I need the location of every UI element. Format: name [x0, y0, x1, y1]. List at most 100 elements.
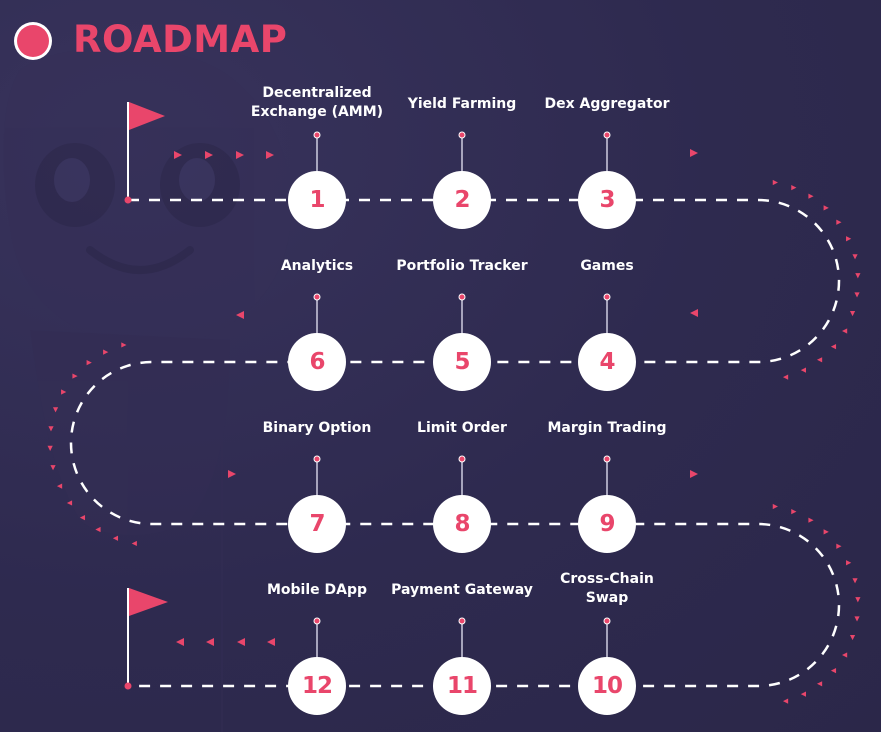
- arrow-dot: [854, 292, 860, 298]
- arrow-dot: [237, 638, 245, 646]
- arrow-dot: [72, 373, 78, 379]
- connector-dot: [603, 455, 611, 463]
- arrow-dot: [112, 535, 119, 541]
- arrow-dot: [830, 344, 837, 350]
- connector-dot: [458, 617, 466, 625]
- arrow-dot: [690, 470, 698, 478]
- milestone-8-label: Limit Order: [417, 420, 507, 436]
- milestone-9-label: Margin Trading: [547, 420, 667, 436]
- arrow-dot: [772, 503, 778, 510]
- milestone-3-label: Dex Aggregator: [544, 96, 670, 112]
- arrow-dot: [56, 483, 63, 489]
- arrow-dot: [846, 236, 852, 242]
- milestone-3-node: 3: [578, 171, 636, 229]
- arrow-dot: [103, 349, 109, 355]
- milestone-12-node: 12: [288, 657, 346, 715]
- connector-dot: [603, 617, 611, 625]
- connector-dot: [313, 617, 321, 625]
- connector-dot: [603, 293, 611, 301]
- milestone-4-label: Games: [580, 258, 634, 274]
- arrow-dot: [48, 426, 54, 432]
- arrow-dot: [849, 634, 856, 641]
- arrow-dot: [836, 219, 842, 225]
- arrow-dot: [852, 578, 858, 584]
- arrow-dot: [808, 193, 814, 199]
- start-flag-icon: [124, 102, 165, 204]
- milestone-4-node: 4: [578, 333, 636, 391]
- arrow-dot: [205, 151, 213, 159]
- connector-dot: [603, 131, 611, 139]
- page-title: ROADMAP: [73, 18, 288, 61]
- milestone-12-label: Mobile DApp: [266, 582, 368, 598]
- milestone-9-node: 9: [578, 495, 636, 553]
- milestone-8-node: 8: [433, 495, 491, 553]
- arrow-dot: [79, 514, 86, 521]
- arrow-dot: [52, 407, 59, 413]
- milestone-11-label: Payment Gateway: [391, 582, 533, 598]
- arrow-dot: [808, 517, 814, 523]
- arrow-dot: [176, 638, 184, 646]
- arrow-dot: [830, 668, 837, 674]
- arrow-dot: [266, 151, 274, 159]
- header-bullet-icon: [17, 25, 49, 57]
- arrow-dot: [791, 509, 797, 515]
- connector-dot: [458, 455, 466, 463]
- arrow-dot: [846, 560, 852, 566]
- milestone-6-node: 6: [288, 333, 346, 391]
- milestone-2-node: 2: [433, 171, 491, 229]
- arrow-dot: [47, 445, 53, 451]
- arrow-dot: [690, 309, 698, 317]
- milestone-7-label: Binary Option: [262, 420, 372, 436]
- arrow-dot: [842, 652, 848, 658]
- arrow-dot: [228, 470, 236, 478]
- arrow-dot: [823, 205, 829, 211]
- milestone-10-node: 10: [578, 657, 636, 715]
- arrow-dot: [816, 681, 823, 687]
- milestone-7-node: 7: [288, 495, 346, 553]
- direction-arrows: [47, 149, 861, 704]
- arrow-dot: [236, 151, 244, 159]
- connector-dot: [458, 131, 466, 139]
- arrow-dot: [855, 597, 861, 603]
- arrow-dot: [772, 179, 778, 186]
- finish-flag-icon: [124, 588, 168, 690]
- arrow-dot: [61, 389, 67, 395]
- arrow-dot: [782, 698, 789, 704]
- arrow-dot: [131, 540, 137, 547]
- arrow-dot: [849, 310, 856, 317]
- connector-dot: [458, 293, 466, 301]
- arrow-dot: [816, 357, 823, 363]
- arrow-dot: [66, 500, 73, 506]
- arrow-dot: [800, 691, 806, 697]
- milestone-2-label: Yield Farming: [407, 96, 517, 112]
- arrow-dot: [855, 273, 861, 279]
- arrow-dot: [267, 638, 275, 646]
- arrow-dot: [782, 374, 789, 380]
- mascot-watermark: [3, 47, 292, 732]
- milestone-1-node: 1: [288, 171, 346, 229]
- milestone-6-label: Analytics: [280, 258, 354, 274]
- arrow-dot: [854, 616, 860, 622]
- connector-dot: [313, 293, 321, 301]
- milestone-5-label: Portfolio Tracker: [396, 258, 528, 274]
- arrow-dot: [206, 638, 214, 646]
- arrow-dot: [690, 149, 698, 157]
- arrow-dot: [174, 151, 182, 159]
- arrow-dot: [823, 529, 829, 535]
- arrow-dot: [791, 185, 797, 191]
- arrow-dot: [842, 328, 848, 334]
- arrow-dot: [86, 360, 92, 366]
- connector-dot: [313, 131, 321, 139]
- arrow-dot: [236, 311, 244, 319]
- milestone-5-node: 5: [433, 333, 491, 391]
- arrow-dot: [800, 367, 806, 373]
- arrow-dot: [121, 342, 127, 348]
- arrow-dot: [852, 254, 858, 260]
- arrow-dot: [836, 543, 842, 549]
- arrow-dot: [50, 465, 56, 471]
- connector-dot: [313, 455, 321, 463]
- milestone-11-node: 11: [433, 657, 491, 715]
